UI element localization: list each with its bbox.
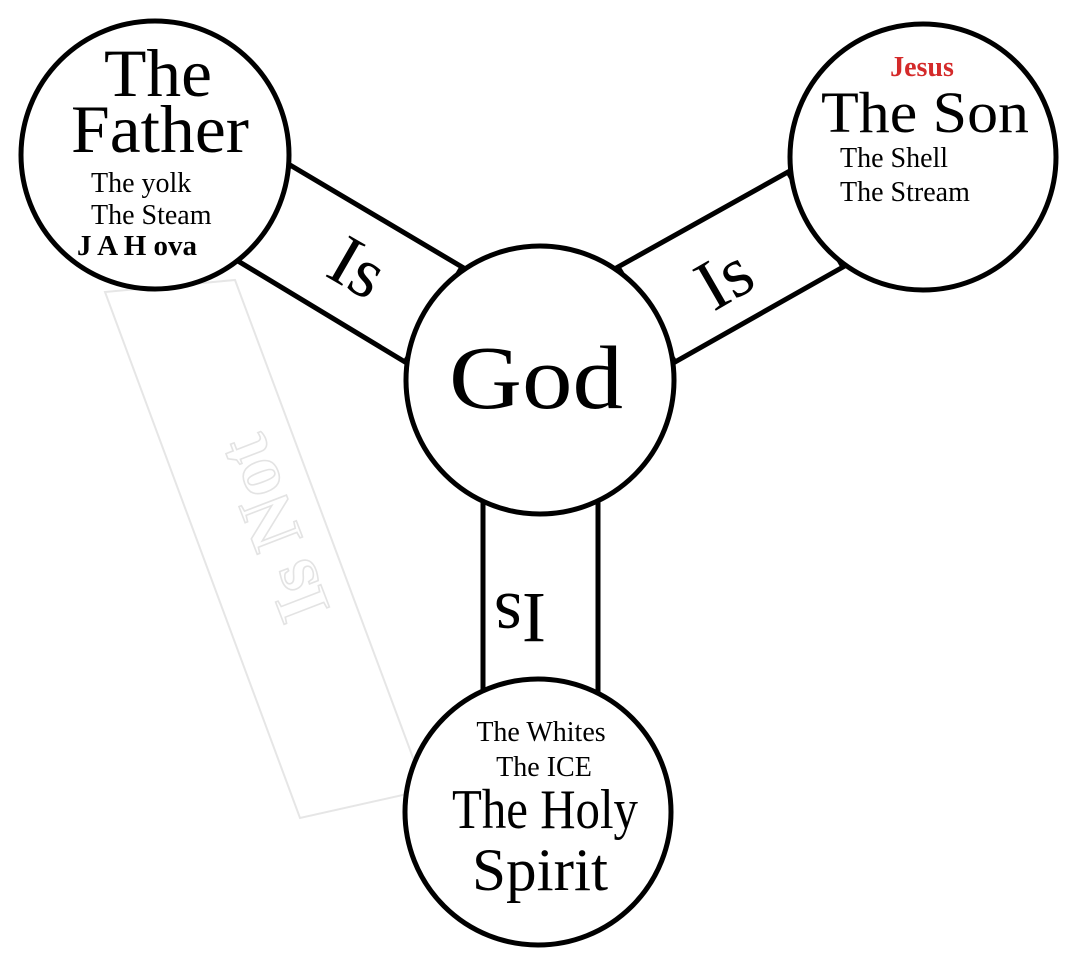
father-line2: The Steam xyxy=(91,200,212,231)
father-title-line2: Father xyxy=(71,91,249,167)
son-title: The Son xyxy=(821,80,1029,145)
node-father xyxy=(18,18,292,292)
node-holy-spirit xyxy=(402,676,674,948)
father-title-line1: The xyxy=(104,35,212,111)
spirit-title-line2: Spirit xyxy=(472,837,608,903)
connector-label-spirit: Is xyxy=(494,578,546,658)
father-line1: The yolk xyxy=(91,168,191,199)
spirit-title-line1: The Holy xyxy=(452,779,638,841)
spirit-line1: The Whites xyxy=(476,717,605,748)
faint-is-not-band: Is Not xyxy=(103,278,427,820)
son-name: Jesus xyxy=(890,52,954,83)
father-line3: J A H ova xyxy=(77,230,198,262)
son-line2: The Stream xyxy=(840,177,970,208)
node-god xyxy=(403,243,677,517)
faint-band-label: Is Not xyxy=(201,424,346,632)
spirit-line2: The ICE xyxy=(496,752,592,783)
node-son xyxy=(787,21,1059,293)
son-line1: The Shell xyxy=(840,143,948,174)
god-label: God xyxy=(449,329,623,428)
